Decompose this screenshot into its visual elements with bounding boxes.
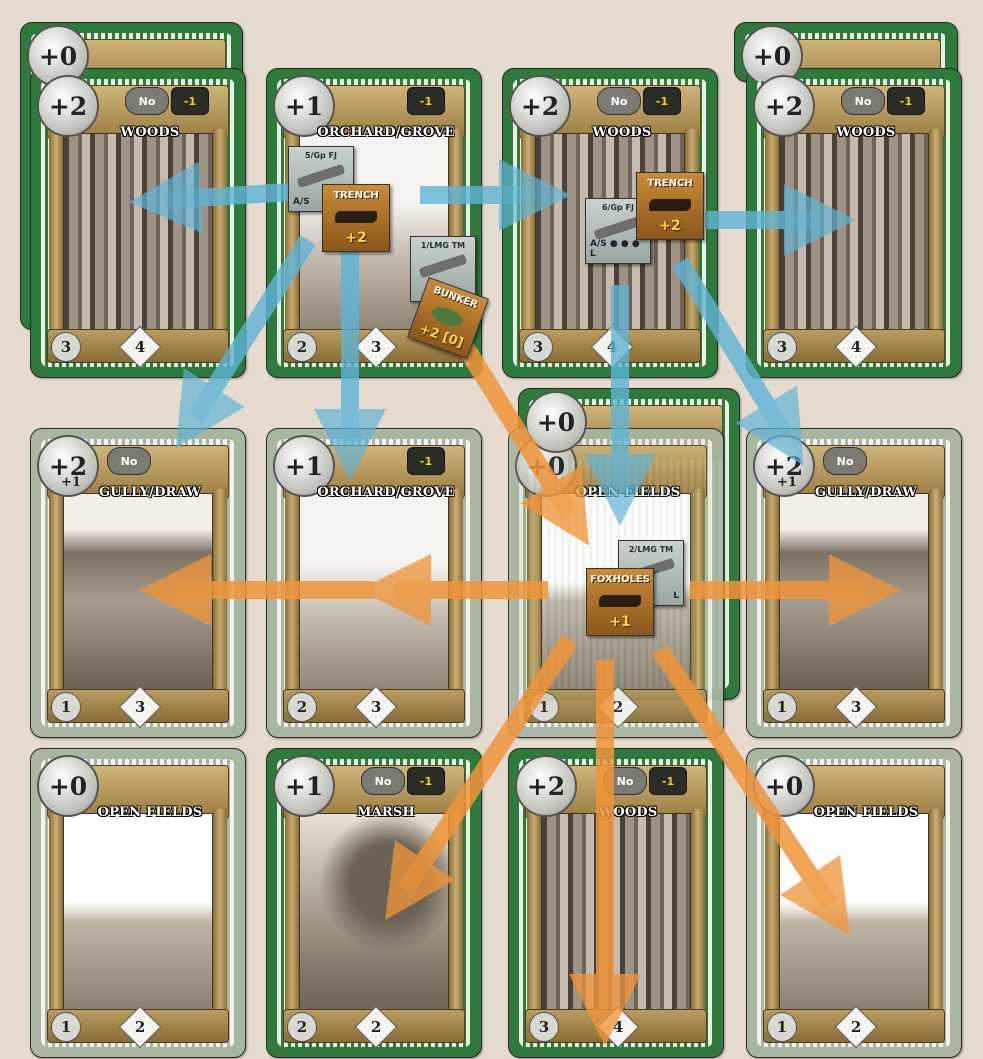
terrain-name: OPEN FIELDS (97, 805, 203, 820)
terrain-name: OPEN FIELDS (813, 805, 919, 820)
soldier-icon (599, 595, 641, 607)
fire-modifier-icon: -1 (407, 447, 445, 475)
cover-badge: +2 (37, 75, 99, 137)
terrain-card-open-fields[interactable]: +0 OPEN FIELDS 1 2 (746, 748, 962, 1058)
terrain-name: WOODS (598, 805, 658, 820)
terrain-photo (299, 493, 449, 691)
cover-stat-icon: 2 (287, 1012, 317, 1042)
counter-label: TRENCH (647, 178, 693, 189)
trench-counter[interactable]: TRENCH +2 (636, 172, 704, 240)
terrain-name: WOODS (120, 125, 180, 140)
cover-stat-icon: 3 (523, 332, 553, 362)
terrain-name: OPEN FIELDS (575, 485, 681, 500)
counter-label: TRENCH (333, 190, 379, 201)
terrain-photo (299, 813, 449, 1011)
soldier-icon (335, 211, 377, 223)
cover-badge: +2+1 (37, 435, 99, 497)
counter-stats: L (673, 591, 679, 601)
terrain-name: ORCHARD/GROVE (317, 125, 455, 140)
no-vehicle-icon: No (361, 767, 405, 795)
cover-stat-icon: 2 (287, 332, 317, 362)
terrain-name: WOODS (592, 125, 652, 140)
terrain-name: WOODS (836, 125, 896, 140)
terrain-name: GULLY/DRAW (814, 485, 918, 500)
terrain-card-gully-draw[interactable]: +2+1 No GULLY/DRAW 1 3 (746, 428, 962, 738)
terrain-photo (63, 493, 213, 691)
terrain-photo (63, 813, 213, 1011)
no-vehicle-icon: No (841, 87, 885, 115)
foxholes-counter[interactable]: FOXHOLES +1 (586, 568, 654, 636)
terrain-name: ORCHARD/GROVE (317, 485, 455, 500)
terrain-photo (63, 133, 213, 331)
no-vehicle-icon: No (125, 87, 169, 115)
no-vehicle-icon: No (603, 767, 647, 795)
terrain-card-gully-draw[interactable]: +2+1 No GULLY/DRAW 1 3 (30, 428, 246, 738)
machine-gun-icon (418, 253, 468, 279)
cover-badge: +0 (741, 25, 803, 81)
cover-stat-icon: 1 (529, 692, 559, 722)
counter-value: +1 (609, 614, 631, 630)
cover-badge: +0 (37, 755, 99, 817)
counter-stats: A/S ● ● ● L (590, 239, 640, 259)
cover-badge: +1 (273, 75, 335, 137)
no-vehicle-icon: No (823, 447, 867, 475)
no-vehicle-icon: No (107, 447, 151, 475)
cover-stat-icon: 3 (767, 332, 797, 362)
cover-stat-icon: 2 (287, 692, 317, 722)
fire-modifier-icon: -1 (887, 87, 925, 115)
fire-modifier-icon: -1 (171, 87, 209, 115)
terrain-photo (779, 493, 929, 691)
counter-label: 6/Gp FJ (601, 203, 634, 212)
cover-badge: +2 (509, 75, 571, 137)
counter-label: 2/LMG TM (628, 545, 674, 554)
terrain-photo (779, 133, 929, 331)
terrain-card-woods[interactable]: +2 No -1 WOODS 3 4 (508, 748, 724, 1058)
soldier-icon (649, 199, 691, 211)
cover-stat-icon: 1 (767, 692, 797, 722)
cover-badge: +2 (753, 75, 815, 137)
fire-modifier-icon: -1 (643, 87, 681, 115)
terrain-name: GULLY/DRAW (98, 485, 202, 500)
counter-stats: A/S (293, 197, 310, 207)
terrain-photo (779, 813, 929, 1011)
terrain-photo (541, 813, 691, 1011)
counter-label: FOXHOLES (590, 574, 650, 585)
terrain-card-open-fields[interactable]: +0 OPEN FIELDS 1 2 (30, 748, 246, 1058)
no-vehicle-icon: No (597, 87, 641, 115)
terrain-card-woods[interactable]: +2 No -1 WOODS 3 4 (746, 68, 962, 378)
terrain-card-woods[interactable]: +2 No -1 WOODS 3 4 (30, 68, 246, 378)
terrain-name: MARSH (357, 805, 415, 820)
cover-badge: +1 (273, 755, 335, 817)
fire-modifier-icon: -1 (649, 767, 687, 795)
trench-counter[interactable]: TRENCH +2 (322, 184, 390, 252)
cover-stat-icon: 3 (51, 332, 81, 362)
cover-badge: +0 (525, 391, 587, 453)
counter-label: 1/LMG TM (420, 241, 466, 250)
counter-value: +2 (345, 230, 367, 246)
terrain-card-orchard-grove[interactable]: +1 -1 ORCHARD/GROVE 2 3 (266, 428, 482, 738)
counter-value: +2 (659, 218, 681, 234)
cover-stat-icon: 3 (529, 1012, 559, 1042)
cover-stat-icon: 1 (51, 1012, 81, 1042)
fire-modifier-icon: -1 (407, 87, 445, 115)
cover-stat-icon: 1 (51, 692, 81, 722)
counter-label: 5/Gp FJ (304, 151, 337, 160)
fire-modifier-icon: -1 (407, 767, 445, 795)
terrain-card-marsh[interactable]: +1 No -1 MARSH 2 2 (266, 748, 482, 1058)
cover-stat-icon: 1 (767, 1012, 797, 1042)
